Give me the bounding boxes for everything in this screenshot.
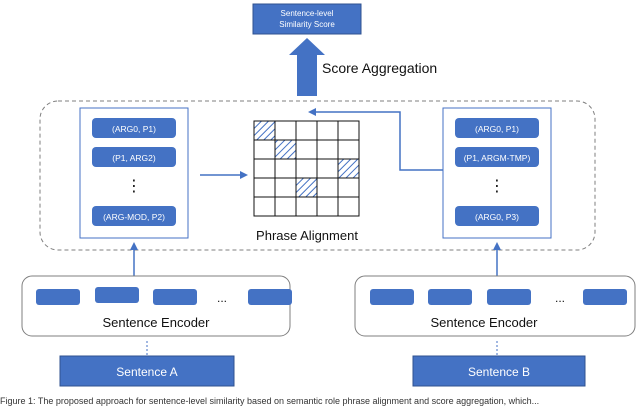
left-phrase-item-1 — [92, 118, 176, 138]
right-to-grid-arrow — [308, 108, 443, 171]
sentence-a-box: Sentence A — [59, 355, 235, 387]
sentence-b-label: Sentence B — [468, 365, 530, 379]
right-phrase-item-3 — [455, 206, 539, 226]
right-token-1 — [370, 289, 414, 305]
grid-cell — [316, 158, 339, 179]
grid-cell — [274, 177, 297, 198]
right-phrase-label-2: (P1, ARGM-TMP) — [464, 153, 531, 163]
grid-cell — [295, 158, 318, 179]
grid-cell-aligned — [274, 139, 297, 160]
left-token-2 — [95, 287, 139, 303]
left-token-dots: ... — [217, 291, 227, 305]
similarity-score-box: Sentence-level Similarity Score — [252, 3, 362, 35]
left-ellipsis: ⋮ — [126, 178, 142, 195]
grid-cell — [295, 120, 318, 141]
grid-cell — [295, 139, 318, 160]
grid-cell — [337, 139, 360, 160]
left-encoder-label: Sentence Encoder — [103, 315, 211, 330]
left-encoder-box: ... Sentence Encoder — [21, 275, 292, 337]
left-token-3 — [153, 289, 197, 305]
grid-cell — [337, 196, 360, 217]
right-phrase-label-1: (ARG0, P1) — [475, 124, 519, 134]
similarity-score-line2: Similarity Score — [279, 20, 335, 29]
grid-cell-aligned — [253, 120, 276, 141]
right-token-2 — [428, 289, 472, 305]
phrase-alignment-label: Phrase Alignment — [256, 228, 358, 243]
grid-cell — [274, 158, 297, 179]
score-aggregation-label: Score Aggregation — [322, 60, 437, 76]
grid-cell — [253, 158, 276, 179]
alignment-panel — [39, 100, 596, 251]
grid-cell — [274, 196, 297, 217]
left-phrase-label-1: (ARG0, P1) — [112, 124, 156, 134]
right-phrase-box: (ARG0, P1) (P1, ARGM-TMP) ⋮ (ARG0, P3) — [442, 107, 552, 239]
left-token-4 — [248, 289, 292, 305]
similarity-score-line1: Sentence-level — [281, 9, 334, 18]
left-phrase-item-2 — [92, 147, 176, 167]
grid-cell — [316, 120, 339, 141]
grid-cell — [295, 196, 318, 217]
right-encoder-box: ... Sentence Encoder — [354, 275, 636, 337]
grid-cell-aligned — [337, 158, 360, 179]
figure-caption: Figure 1: The proposed approach for sent… — [0, 396, 539, 406]
grid-cell — [253, 196, 276, 217]
left-phrase-item-3 — [92, 206, 176, 226]
sentence-b-box: Sentence B — [412, 355, 586, 387]
right-token-4 — [583, 289, 627, 305]
right-encoder-label: Sentence Encoder — [431, 315, 539, 330]
right-phrase-item-1 — [455, 118, 539, 138]
grid-cell — [316, 139, 339, 160]
grid-cell-aligned — [295, 177, 318, 198]
left-token-1 — [36, 289, 80, 305]
right-token-3 — [487, 289, 531, 305]
grid-cell — [337, 177, 360, 198]
right-token-dots: ... — [555, 291, 565, 305]
grid-cell — [337, 120, 360, 141]
left-phrase-label-3: (ARG-MOD, P2) — [103, 212, 165, 222]
aggregation-arrow — [289, 38, 325, 96]
left-phrase-box: (ARG0, P1) (P1, ARG2) ⋮ (ARG-MOD, P2) — [79, 107, 189, 239]
grid-cell — [253, 139, 276, 160]
right-ellipsis: ⋮ — [489, 178, 505, 195]
alignment-grid — [253, 120, 360, 217]
right-phrase-label-3: (ARG0, P3) — [475, 212, 519, 222]
left-phrase-label-2: (P1, ARG2) — [112, 153, 156, 163]
grid-cell — [253, 177, 276, 198]
grid-cell — [274, 120, 297, 141]
right-phrase-item-2 — [455, 147, 539, 167]
grid-cell — [316, 196, 339, 217]
sentence-a-label: Sentence A — [116, 365, 177, 379]
grid-cell — [316, 177, 339, 198]
